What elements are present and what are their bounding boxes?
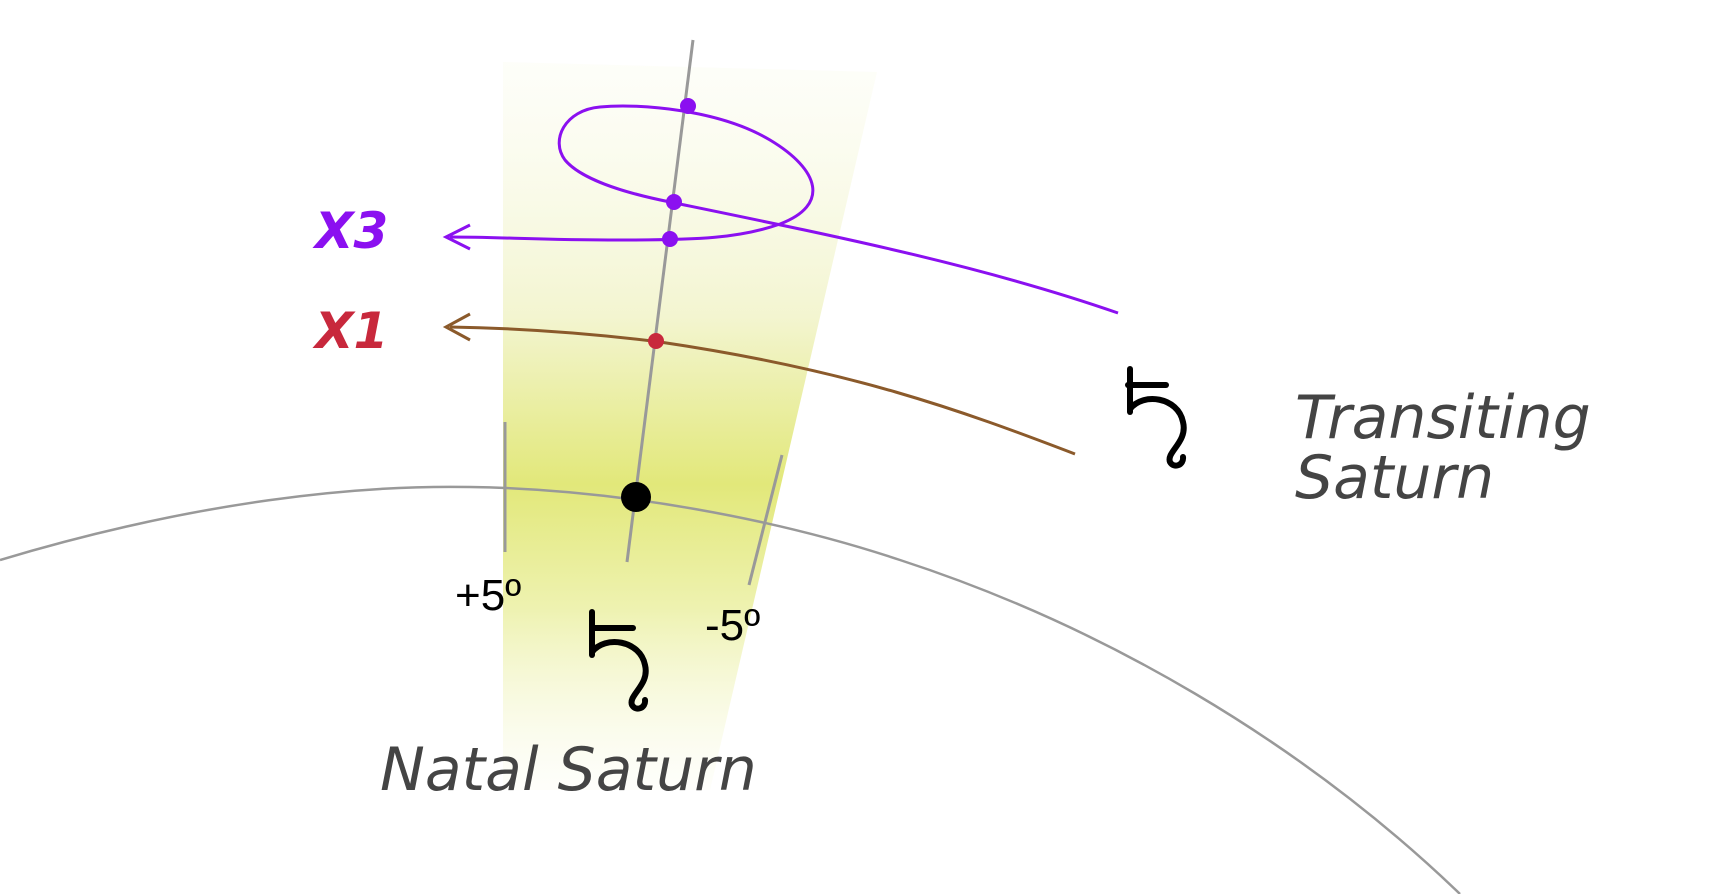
x1-label: X1 [312,302,388,360]
x3-hit-point-1 [680,98,696,114]
zodiac-arc [0,485,1461,894]
minus-orb-tick [747,454,784,586]
orb-band [503,62,877,790]
transiting-saturn-caption-line2: Saturn [1295,443,1494,513]
x1-arrowhead [442,312,471,342]
x1-hit-point [648,333,664,349]
natal-saturn-point [621,482,651,512]
x3-transit-path [449,104,1119,315]
x3-label: X3 [312,202,388,260]
x1-transit-path [449,325,1076,456]
x3-hit-point-2 [666,194,682,210]
x3-arrowhead [442,223,471,251]
transiting-saturn-caption-line1: Transiting [1295,383,1591,453]
transiting-saturn-glyph-icon [1125,366,1187,469]
natal-saturn-glyph-icon [589,609,649,712]
x3-hit-point-3 [662,231,678,247]
plus-orb-label: +5º [455,571,521,620]
minus-orb-label: -5º [705,601,760,650]
natal-saturn-caption: Natal Saturn [380,735,757,805]
natal-axis-line [625,39,695,563]
